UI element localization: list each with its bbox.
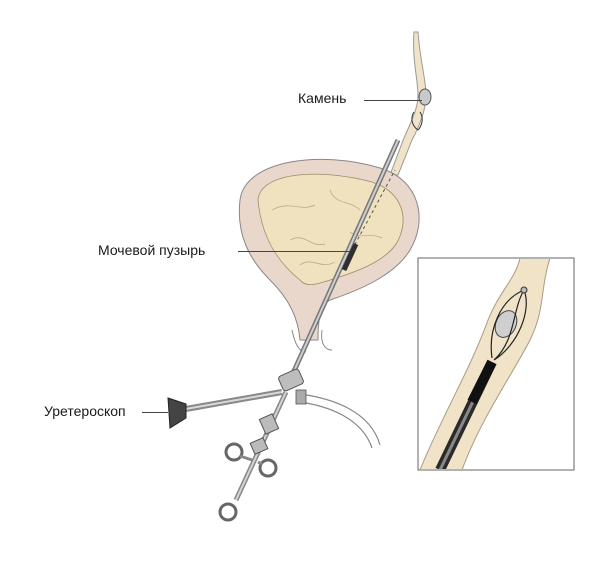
light-cable [299,393,381,446]
scope-shaft-highlight [289,139,399,381]
ureteroscope-label: Уретероскоп [44,403,126,419]
bladder-folds [271,189,383,266]
inset-ureter [419,259,551,469]
stone-label: Камень [298,90,347,106]
stone [418,88,432,106]
ureter [389,31,427,176]
inset-detail [419,259,551,469]
stone-leader [364,100,422,101]
bladder-leader [238,251,350,252]
finger-ring-top [224,442,244,462]
scope-hub [278,368,304,392]
finger-ring-right [258,458,278,478]
ureteroscope-leader [142,412,168,413]
inset-basket [490,289,527,361]
bladder-cavity [257,173,404,285]
eyepiece [167,397,187,429]
finger-ring-bottom [218,502,238,522]
bladder-label: Мочевой пузырь [98,242,206,258]
scope-tip-dark [341,242,359,272]
basket [411,111,423,131]
